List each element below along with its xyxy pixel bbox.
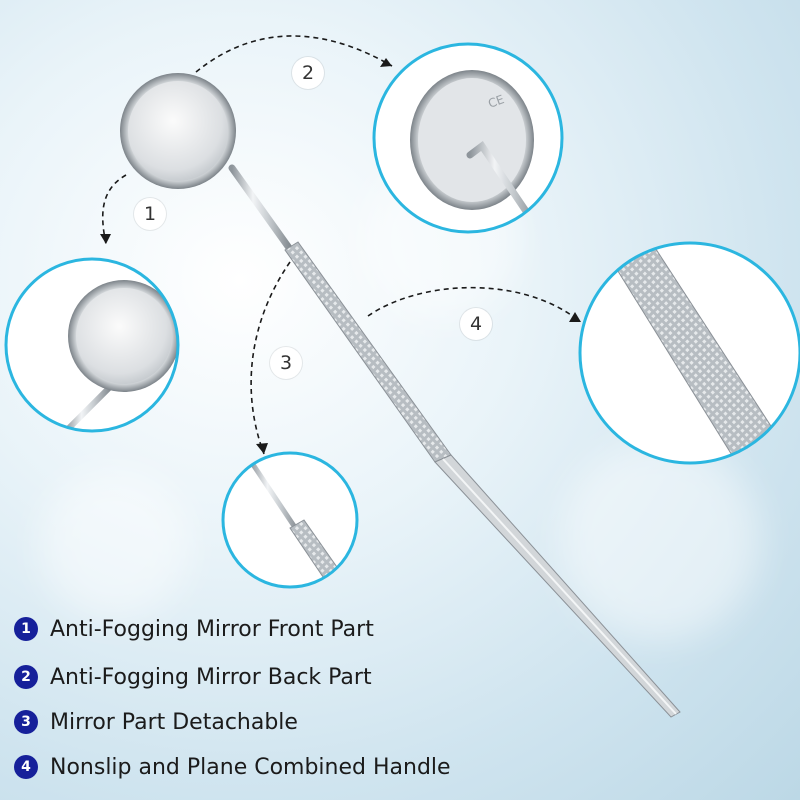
legend-text: Nonslip and Plane Combined Handle [50, 754, 451, 780]
arrow-head-1 [100, 234, 111, 244]
callout-arrows [101, 35, 579, 455]
legend-number-badge: 3 [14, 710, 38, 734]
callout-number-1: 1 [134, 198, 166, 230]
legend-item: 1 Anti-Fogging Mirror Front Part [14, 612, 374, 646]
zoom-circle-mirror-front [4, 257, 180, 433]
zoom-circle-handle [578, 241, 800, 465]
mirror-shank [228, 164, 296, 256]
legend-text: Anti-Fogging Mirror Front Part [50, 616, 374, 642]
legend-number-badge: 2 [14, 665, 38, 689]
callout-number-3: 3 [270, 347, 302, 379]
zoom-circle-detachable-joint [221, 451, 359, 589]
arrow-1 [101, 174, 127, 245]
arrow-head-3 [256, 443, 268, 454]
callout-number-2: 2 [292, 57, 324, 89]
handle-highlight [442, 458, 677, 715]
background-bokeh [40, 470, 190, 620]
arrow-2 [195, 35, 393, 73]
legend-item: 4 Nonslip and Plane Combined Handle [14, 750, 451, 784]
callout-number-4: 4 [460, 308, 492, 340]
legend-number-badge: 4 [14, 755, 38, 779]
legend-text: Mirror Part Detachable [50, 709, 298, 735]
arrow-head-4 [569, 312, 581, 322]
legend-number-badge: 1 [14, 617, 38, 641]
arrow-4 [367, 286, 579, 321]
arrow-heads [100, 58, 581, 454]
knurled-handle [284, 241, 452, 463]
arrow-3 [250, 261, 291, 455]
background-bokeh [560, 440, 760, 640]
legend-text: Anti-Fogging Mirror Back Part [50, 664, 372, 690]
legend-item: 2 Anti-Fogging Mirror Back Part [14, 660, 372, 694]
dental-mirror-instrument [120, 73, 681, 718]
legend-item: 3 Mirror Part Detachable [14, 705, 298, 739]
arrow-head-2 [380, 58, 392, 67]
svg-text:CE: CE [486, 92, 506, 111]
mirror-face [128, 81, 228, 181]
zoom-circle-mirror-back: CE [372, 42, 564, 234]
